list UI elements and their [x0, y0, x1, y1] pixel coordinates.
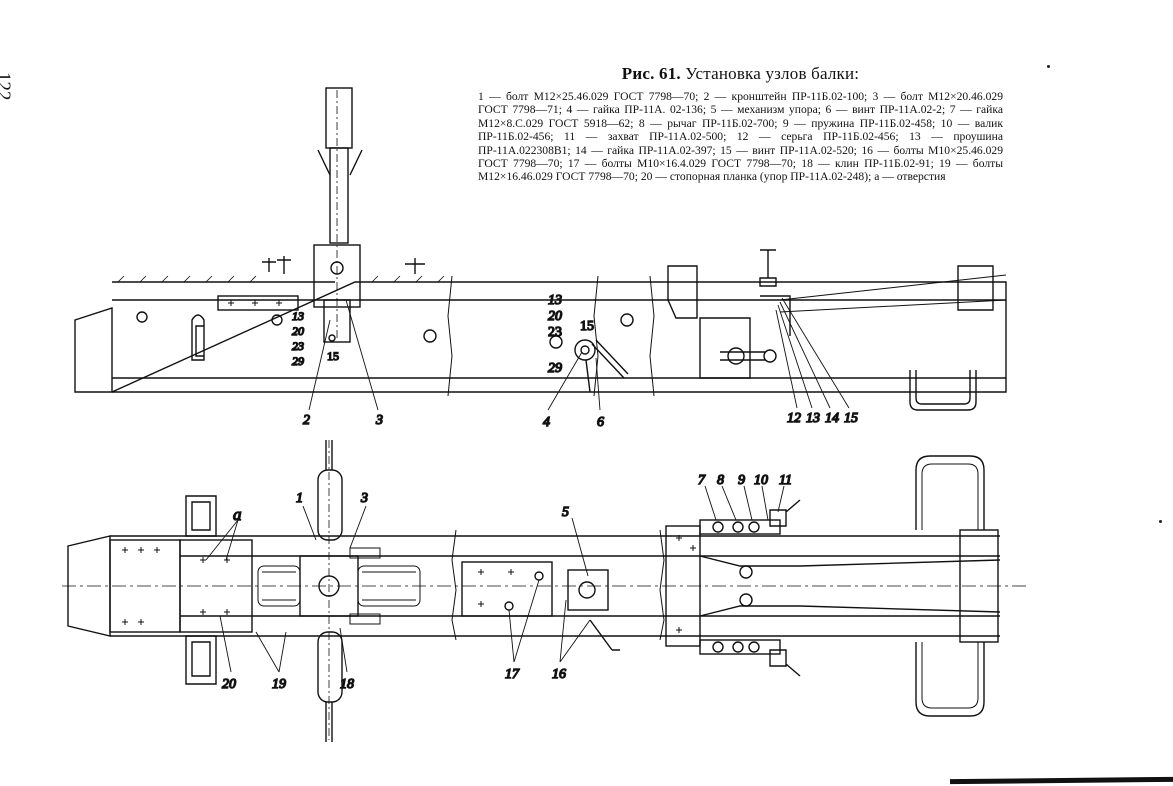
plan-grip-assembly-bottom: [699, 639, 801, 677]
plan-beam-outline: [110, 535, 1000, 637]
left-end-block: [74, 307, 113, 393]
left-plate-crosses: [228, 300, 282, 306]
break-line-1: [447, 275, 453, 397]
vertical-console: [313, 87, 363, 343]
callout-plan-a: а: [233, 505, 242, 524]
callout-side-2: 2: [303, 413, 310, 428]
callout-plan-19: 19: [272, 677, 286, 692]
stray-mark-2: [1047, 65, 1050, 68]
stray-mark-1: [1159, 520, 1162, 523]
plan-left-plate-crosses: [122, 547, 160, 625]
side-view: [74, 87, 1007, 411]
callout-side-left-13: 13: [292, 309, 304, 323]
plan-left-crossplate: [179, 539, 253, 633]
side-leaders: [308, 297, 850, 411]
callout-side-mid-20: 20: [548, 309, 562, 324]
plan-mid-crosses: [478, 569, 514, 607]
top-fittings: [262, 256, 425, 274]
bolt-mid-2: [620, 313, 634, 327]
plan-pivot-bottom: [739, 593, 753, 607]
callout-side-mid-13: 13: [548, 293, 562, 308]
eccentric-screw: [574, 339, 629, 393]
plan-view-callouts: 1 3 5 7 8 9 10 11 а 20 19 18 17 16: [221, 472, 792, 692]
bolt-left-1: [136, 311, 148, 323]
plan-bolt-17b: [504, 601, 514, 611]
loop-handle: [909, 370, 977, 411]
callout-plan-5: 5: [562, 505, 569, 520]
callout-side-mid-29: 29: [548, 361, 562, 376]
callout-side-mid-15: 15: [580, 319, 594, 334]
plan-pivot-top: [739, 565, 753, 579]
side-view-callouts: 13 20 23 29 15 13 20 23 29 15 2 3 4 6 12…: [291, 292, 858, 430]
callout-side-6: 6: [597, 415, 604, 430]
plan-bolt-17a: [534, 571, 544, 581]
callout-side-left-23: 23: [292, 339, 304, 353]
plan-springs: [257, 547, 421, 625]
plan-right-taper: [699, 555, 1001, 617]
plan-mid-block: [461, 561, 553, 617]
figure-legend: 1 — болт М12×25.46.029 ГОСТ 7798—70; 2 —…: [478, 90, 1003, 184]
figure-label: Рис. 61.: [621, 64, 681, 83]
callout-side-14: 14: [825, 411, 839, 426]
callout-side-left-29: 29: [292, 354, 304, 368]
callout-plan-18: 18: [340, 677, 354, 692]
right-support: [667, 249, 791, 379]
callout-plan-7: 7: [698, 473, 706, 488]
callout-side-3: 3: [375, 413, 383, 428]
top-hatching: [117, 275, 445, 283]
plan-central-column: [299, 440, 359, 742]
beam-outline: [111, 281, 1007, 393]
plan-right-end-plate: [959, 529, 999, 643]
loop-handle-inner: [915, 370, 971, 405]
plan-break-2: [659, 529, 665, 641]
figure-title: Рис. 61. Установка узлов балки:: [478, 64, 1003, 84]
plan-leaders: [205, 485, 785, 673]
plan-right-loop: [915, 455, 985, 717]
callout-plan-9: 9: [738, 473, 745, 488]
callout-side-4: 4: [543, 415, 550, 430]
break-line-2: [649, 275, 655, 397]
callout-side-left-20: 20: [292, 324, 304, 338]
callout-plan-11: 11: [779, 473, 792, 488]
plan-grip-assembly-top: [699, 499, 801, 535]
plan-left-stop-bottom: [185, 635, 217, 685]
callout-side-15: 15: [844, 411, 858, 426]
plan-right-plate: [665, 525, 701, 647]
callout-side-12: 12: [787, 411, 801, 426]
right-end-bracket: [957, 265, 994, 311]
plan-left-stop-top: [185, 495, 217, 537]
callout-plan-16: 16: [552, 667, 566, 682]
callout-plan-10: 10: [754, 473, 768, 488]
plan-left-end: [67, 535, 111, 637]
plan-right-loop-inner: [921, 463, 979, 709]
bolt-mid-1: [423, 329, 437, 343]
callout-side-mid-23: 23: [548, 325, 562, 340]
callout-side-left-15: 15: [327, 349, 339, 363]
bolt-left-2: [271, 314, 283, 326]
bolt-mid-3: [549, 335, 563, 349]
callout-plan-3: 3: [360, 491, 368, 506]
plan-break-1: [451, 529, 457, 641]
beam-taper: [779, 274, 1007, 313]
figure-caption: Рис. 61. Установка узлов балки: 1 — болт…: [478, 64, 1003, 184]
callout-side-13: 13: [806, 411, 820, 426]
break-line-3: [593, 275, 599, 397]
figure-title-text: Установка узлов балки:: [685, 64, 860, 83]
callout-plan-20: 20: [222, 677, 236, 692]
plan-stop-mechanism: [567, 569, 620, 651]
callout-plan-8: 8: [717, 473, 724, 488]
left-plate: [217, 295, 299, 311]
callout-plan-1: 1: [296, 491, 303, 506]
plan-right-plate-crosses: [676, 535, 696, 633]
plan-crossplate-crosses: [200, 557, 230, 615]
left-bracket: [191, 314, 205, 361]
callout-plan-17: 17: [505, 667, 520, 682]
plan-view: [62, 440, 1030, 742]
